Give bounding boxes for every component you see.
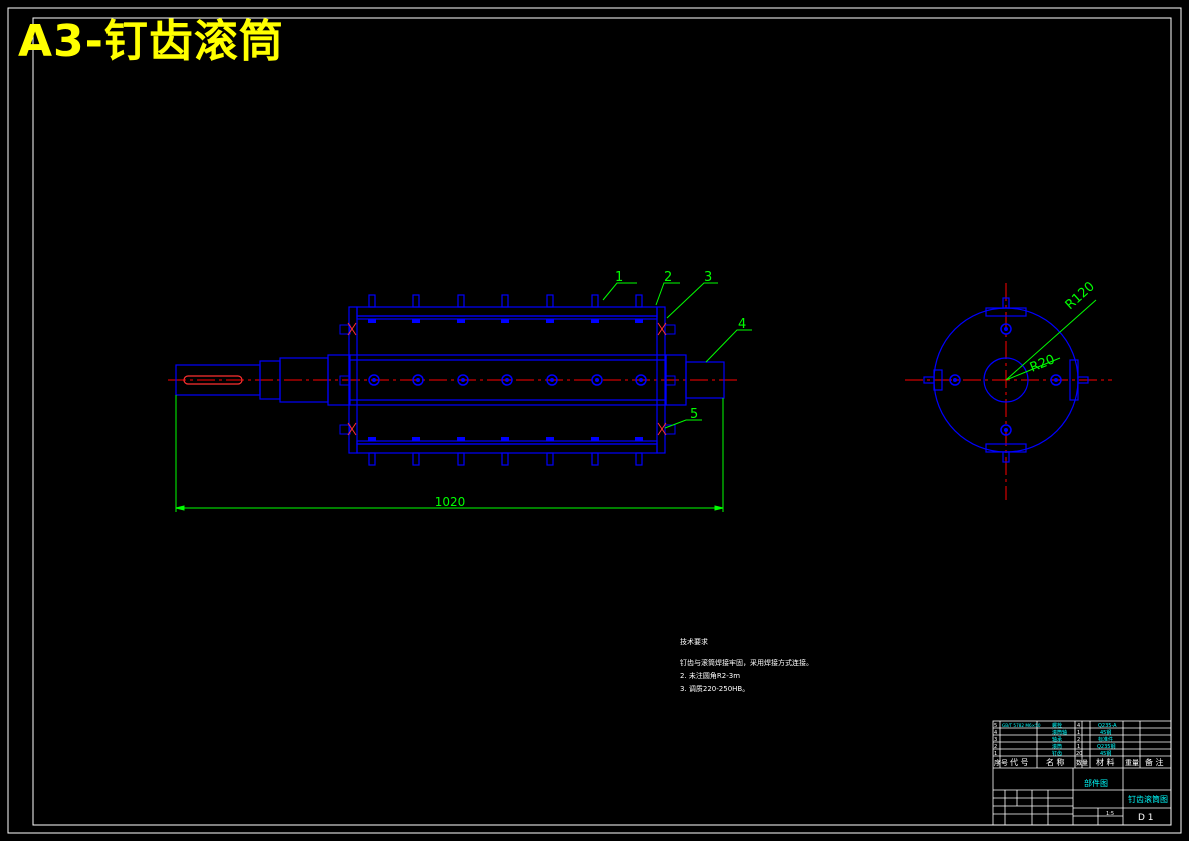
- radius-leaders: [1005, 299, 1097, 381]
- tech-note-1: 钉齿与滚筒焊接牢固，采用焊接方式连接。: [680, 659, 813, 667]
- part-label-2: 2: [664, 270, 672, 285]
- parts-row-2-material: Q235钢: [1097, 743, 1115, 750]
- title-block: [992, 720, 1172, 826]
- side-spike-cores: [953, 327, 1058, 432]
- parts-row-1-no: 1: [994, 751, 997, 757]
- spike-nuts-bottom: [368, 437, 643, 441]
- parts-row-1-material: 45钢: [1100, 750, 1111, 757]
- part-label-4: 4: [738, 317, 746, 332]
- header-no: 序号: [994, 758, 1008, 767]
- part-leaders: [602, 282, 752, 429]
- parts-row-5-no: 5: [994, 723, 997, 729]
- parts-row-4-material: 45钢: [1100, 729, 1111, 736]
- tech-notes-heading: 技术要求: [680, 638, 708, 646]
- parts-row-3-name: 轴承: [1052, 736, 1062, 743]
- header-weight: 重量: [1125, 759, 1139, 767]
- spikes-bottom: [368, 452, 643, 466]
- parts-row-5-name: 螺栓: [1052, 722, 1062, 729]
- side-view: R120 R20: [905, 279, 1112, 500]
- parts-row-3-qty: 2: [1077, 737, 1080, 743]
- part-label-3: 3: [704, 270, 712, 285]
- drawing-title: A3-钉齿滚筒: [18, 16, 284, 67]
- spike-heads-middle: [368, 374, 647, 386]
- drawing-scale: 1:5: [1106, 811, 1114, 817]
- parts-row-3-no: 3: [994, 737, 997, 743]
- spike-nuts-top: [368, 319, 643, 323]
- front-view: 1020 1 2 3 4 5: [168, 270, 752, 512]
- inner-radius-label: R20: [1028, 352, 1057, 375]
- header-name: 名 称: [1046, 757, 1065, 767]
- parts-row-3-material: 标准件: [1098, 736, 1113, 743]
- tech-note-3: 3. 调质220-250HB。: [680, 685, 750, 693]
- shaft-circle: [983, 357, 1029, 403]
- parts-row-2-qty: 1: [1077, 744, 1080, 750]
- side-tooth-bars: [923, 297, 1089, 463]
- parts-row-1-qty: 20: [1076, 751, 1082, 757]
- part-label-5: 5: [690, 407, 698, 422]
- spikes-top: [368, 294, 643, 308]
- header-code: 代 号: [1010, 757, 1029, 767]
- parts-row-2-no: 2: [994, 744, 997, 750]
- part-label-1: 1: [615, 270, 623, 285]
- drawing-name: 钉齿滚筒图: [1128, 794, 1168, 804]
- parts-row-1-name: 钉齿: [1052, 750, 1062, 757]
- technical-requirements: 技术要求 钉齿与滚筒焊接牢固，采用焊接方式连接。 2. 未注圆角R2-3m 3.…: [680, 636, 813, 696]
- bolt-crosses: [347, 322, 667, 436]
- parts-row-5-code: GB/T 5782 M6×50: [1002, 723, 1041, 728]
- drawing-number: D 1: [1138, 813, 1154, 823]
- header-remark: 备 注: [1145, 757, 1164, 767]
- side-spike-heads: [949, 323, 1062, 436]
- dimension-overall: [175, 395, 724, 512]
- dimension-overall-value: 1020: [435, 495, 466, 509]
- inner-frame: [32, 17, 1172, 826]
- parts-row-4-no: 4: [994, 730, 997, 736]
- header-material: 材 料: [1096, 757, 1115, 767]
- parts-row-5-material: Q235-A: [1098, 723, 1117, 729]
- side-bolts: [339, 324, 676, 435]
- parts-list-text: 5 GB/T 5782 M6×50 螺栓 4 Q235-A 4 滚筒轴 1 45…: [994, 722, 1164, 767]
- parts-row-2-name: 滚筒: [1052, 743, 1062, 750]
- parts-row-4-name: 滚筒轴: [1052, 729, 1067, 736]
- spike-heads-middle-core: [372, 378, 643, 382]
- outer-frame: [7, 7, 1182, 834]
- header-qty: 数量: [1076, 759, 1088, 767]
- parts-row-4-qty: 1: [1077, 730, 1080, 736]
- outer-radius-label: R120: [1063, 279, 1098, 313]
- assembly-label: 部件图: [1084, 778, 1108, 788]
- tech-note-2: 2. 未注圆角R2-3m: [680, 672, 741, 680]
- parts-row-5-qty: 4: [1077, 723, 1080, 729]
